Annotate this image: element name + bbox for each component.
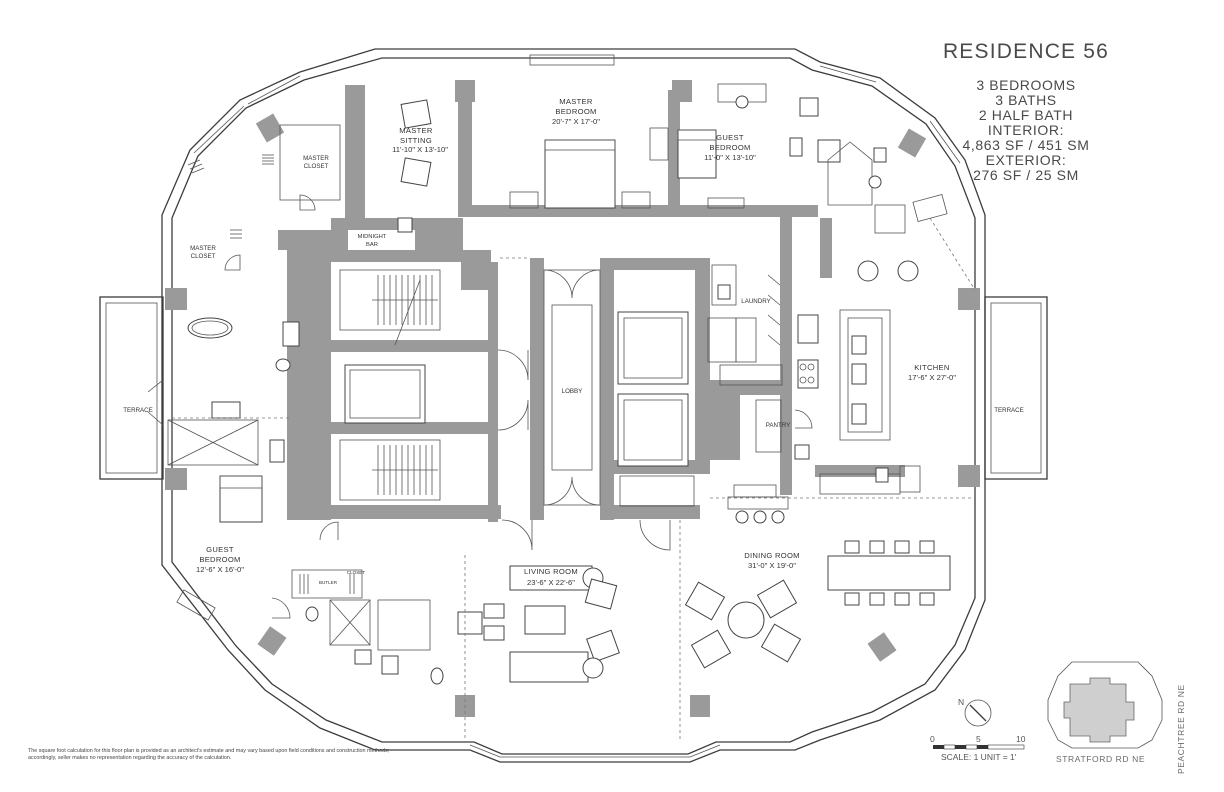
- street-bottom: STRATFORD RD NE: [1056, 754, 1145, 764]
- stair-bottom: [339, 439, 441, 501]
- kitchen-dim: 17'-6" X 27'-0": [908, 373, 956, 382]
- dining-room: DINING ROOM 31'-0" X 19'-0": [684, 484, 951, 669]
- master-bath: [167, 317, 300, 466]
- elevator-cars: [617, 311, 695, 507]
- living-room-label: LIVING ROOM: [524, 567, 578, 576]
- guest-bedroom-left-label-2: BEDROOM: [199, 555, 240, 564]
- scale-tick-5: 5: [976, 734, 981, 744]
- terrace-left: TERRACE: [99, 296, 164, 480]
- living-room-dim: 23'-6" X 22'-6": [527, 578, 575, 587]
- lobby: LOBBY: [543, 269, 601, 506]
- lobby-doors: [497, 349, 671, 551]
- master-bedroom: MASTER BEDROOM 20'-7" X 17'-0": [509, 97, 669, 209]
- bottom-left-bath: BUTLER CLOSET: [291, 521, 444, 685]
- residence-title: RESIDENCE 56: [942, 40, 1110, 63]
- guest-bedroom-left-label-1: GUEST: [206, 545, 234, 554]
- stat-interior-label: INTERIOR:: [987, 122, 1065, 138]
- living-room: LIVING ROOM 23'-6" X 22'-6": [457, 565, 620, 683]
- street-right: PEACHTREE RD NE: [1176, 684, 1186, 774]
- master-sitting-label-1: MASTER: [399, 126, 433, 135]
- stair-top: [339, 269, 441, 346]
- guest-bedroom-left: GUEST BEDROOM 12'-6" X 16'-0": [176, 475, 291, 621]
- guest-bedroom-top-label-2: BEDROOM: [709, 143, 750, 152]
- scale-caption: SCALE: 1 UNIT = 1': [941, 752, 1017, 762]
- dashed-zones: [172, 217, 976, 742]
- master-bedroom-label-2: BEDROOM: [555, 107, 596, 116]
- stat-bedrooms: 3 BEDROOMS: [976, 77, 1076, 93]
- terrace-right: TERRACE: [984, 296, 1048, 480]
- compass-label: N: [958, 697, 964, 707]
- master-closet-left-label-1: MASTER: [190, 245, 216, 252]
- kitchen: KITCHEN 17'-6" X 27'-0": [797, 260, 956, 495]
- core-walls: [278, 85, 905, 522]
- terrace-right-label: TERRACE: [994, 407, 1024, 414]
- stat-half-bath: 2 HALF BATH: [978, 107, 1074, 123]
- midnight-bar-label-2: BAR: [366, 242, 378, 248]
- master-sitting: MASTER SITTING 11'-10" X 13'-10": [392, 99, 448, 187]
- key-plan: STRATFORD RD NE PEACHTREE RD NE: [1047, 661, 1186, 774]
- master-bedroom-dim: 20'-7" X 17'-0": [552, 117, 600, 126]
- master-sitting-dim: 11'-10" X 13'-10": [392, 145, 448, 154]
- master-bedroom-label-1: MASTER: [559, 97, 593, 106]
- midnight-bar-label-1: MIDNIGHT: [358, 234, 387, 240]
- exterior-walls: [161, 48, 986, 763]
- guest-bedroom-top-dim: 11'-0" X 13'-10": [704, 153, 756, 162]
- scale-tick-10: 10: [1016, 734, 1026, 744]
- compass: N: [958, 697, 992, 727]
- master-closet-left-label-2: CLOSET: [191, 253, 216, 260]
- guest-bedroom-top-label-1: GUEST: [716, 133, 744, 142]
- stat-baths: 3 BATHS: [995, 92, 1057, 108]
- kitchen-label: KITCHEN: [914, 363, 949, 372]
- guest-bedroom-top: GUEST BEDROOM 11'-0" X 13'-10": [677, 83, 767, 209]
- butler-label: BUTLER: [319, 580, 338, 585]
- dining-room-label: DINING ROOM: [744, 551, 800, 560]
- master-sitting-label-2: SITTING: [400, 136, 432, 145]
- lobby-label: LOBBY: [562, 388, 583, 395]
- disclaimer: The square foot calculation for this flo…: [28, 748, 390, 761]
- pantry-label: PANTRY: [766, 422, 791, 429]
- laundry-label: LAUNDRY: [741, 298, 770, 305]
- guest-bedroom-left-dim: 12'-6" X 16'-0": [196, 565, 244, 574]
- master-closet-top-label-1: MASTER: [303, 155, 329, 162]
- title-block: RESIDENCE 56 3 BEDROOMS 3 BATHS 2 HALF B…: [896, 40, 1156, 183]
- terrace-left-label: TERRACE: [123, 407, 153, 414]
- master-closet-top-label-2: CLOSET: [304, 163, 329, 170]
- dining-room-dim: 31'-0" X 19'-0": [748, 561, 796, 570]
- closet-label: CLOSET: [347, 570, 366, 575]
- pantry: PANTRY: [755, 399, 813, 460]
- scale-tick-0: 0: [930, 734, 935, 744]
- midnight-bar: MIDNIGHT BAR: [358, 217, 413, 248]
- stat-exterior-value: 276 SF / 25 SM: [973, 167, 1079, 183]
- master-closets: MASTER CLOSET MASTER CLOSET: [187, 124, 341, 271]
- top-right-bath: [789, 97, 948, 234]
- elevator-shaft-middle: [344, 364, 426, 424]
- scale-bar: 0 5 10 SCALE: 1 UNIT = 1': [930, 734, 1026, 762]
- stat-interior-value: 4,863 SF / 451 SM: [962, 137, 1090, 153]
- laundry: LAUNDRY: [707, 264, 783, 386]
- stat-exterior-label: EXTERIOR:: [985, 152, 1067, 168]
